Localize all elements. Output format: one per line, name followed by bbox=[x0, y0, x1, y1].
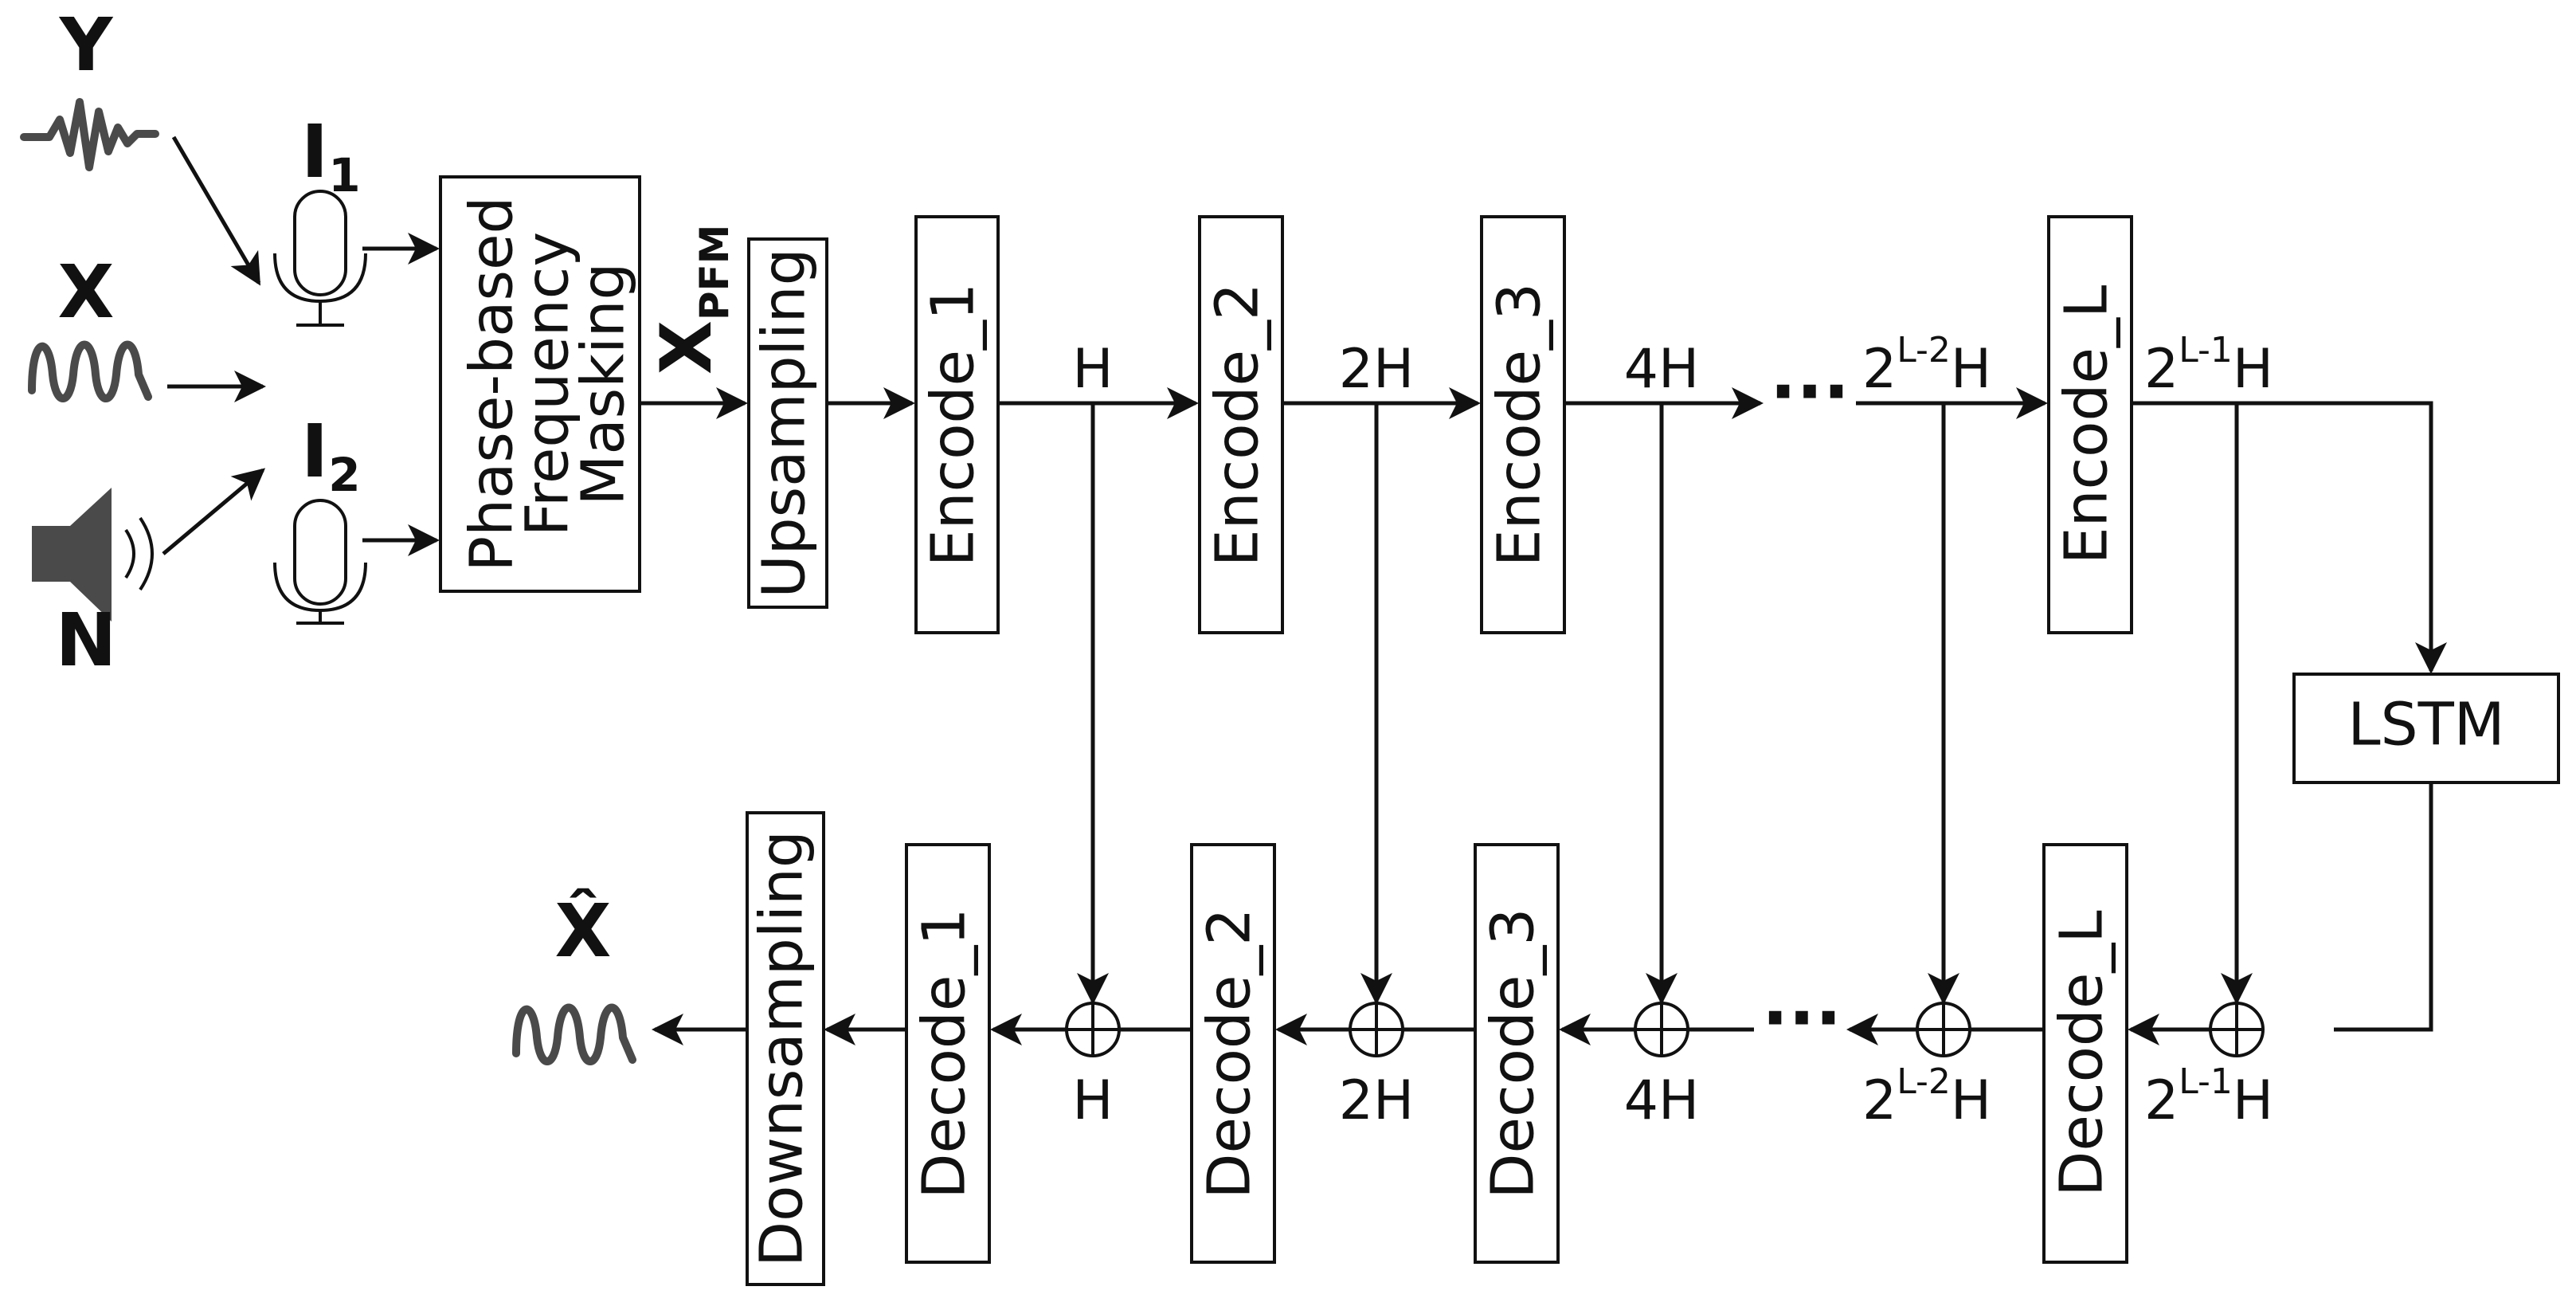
enc-channel-h: H bbox=[1072, 338, 1113, 401]
decoder-1-label: Decode_1 bbox=[910, 908, 979, 1198]
downsampling-box bbox=[746, 811, 825, 1286]
decoder-l-label: Decode_L bbox=[2048, 910, 2116, 1196]
microphone-2-icon bbox=[273, 499, 367, 625]
wire-encodel-to-lstm bbox=[2132, 401, 2447, 674]
noisy-wave-icon bbox=[20, 98, 159, 171]
lstm-label: LSTM bbox=[2347, 691, 2504, 759]
arrow-y-to-mic1 bbox=[171, 135, 261, 286]
wire-lstm-to-sum-l bbox=[2334, 782, 2433, 1032]
output-wave-icon bbox=[512, 1003, 636, 1065]
decoder-2-label: Decode_2 bbox=[1196, 908, 1264, 1198]
dec-channel-2l2h: 2L-2H bbox=[1862, 1061, 1991, 1132]
encoder-3-box bbox=[1480, 215, 1566, 634]
dec-channel-2h: 2H bbox=[1339, 1069, 1414, 1132]
encoder-3-label: Encode_3 bbox=[1486, 283, 1554, 567]
decoder-2-box bbox=[1190, 843, 1276, 1264]
encoder-l-label: Encode_L bbox=[2053, 285, 2121, 564]
lstm-box bbox=[2292, 673, 2560, 784]
sum-node-l bbox=[2209, 1002, 2265, 1057]
dec-channel-2l1h: 2L-1H bbox=[2144, 1061, 2273, 1132]
upsampling-box bbox=[747, 237, 828, 609]
decoder-ellipsis: ··· bbox=[1762, 977, 1842, 1059]
microphone-1-icon bbox=[273, 190, 367, 327]
encoder-ellipsis: ··· bbox=[1770, 351, 1850, 433]
arrow-n-to-mic2 bbox=[162, 468, 266, 555]
decoder-l-box bbox=[2042, 843, 2128, 1264]
decoder-3-label: Decode_3 bbox=[1479, 908, 1548, 1198]
sum-node-l-minus-1 bbox=[1916, 1002, 1971, 1057]
enc-channel-4h: 4H bbox=[1624, 338, 1699, 401]
mic-2-label: I2 bbox=[301, 409, 361, 502]
pfm-label-line2: Frequency bbox=[514, 232, 582, 536]
enc-channel-2h: 2H bbox=[1339, 338, 1414, 401]
upsampling-label: Upsampling bbox=[750, 248, 819, 598]
output-label: X̂ bbox=[555, 888, 612, 974]
pfm-label-line1: Phase-based bbox=[458, 196, 527, 571]
sum-node-2 bbox=[1349, 1002, 1404, 1057]
sum-node-1 bbox=[1065, 1002, 1121, 1057]
dec-channel-h: H bbox=[1072, 1069, 1113, 1132]
dec-channel-4h: 4H bbox=[1624, 1069, 1699, 1132]
pfm-label-line3: Masking bbox=[570, 262, 638, 505]
decoder-1-box bbox=[905, 843, 991, 1264]
clean-wave-icon bbox=[28, 340, 152, 402]
sum-node-3 bbox=[1634, 1002, 1689, 1057]
input-y-label: Y bbox=[59, 2, 114, 88]
pfm-box bbox=[439, 175, 641, 593]
encoder-2-box bbox=[1198, 215, 1284, 634]
encoder-2-label: Encode_2 bbox=[1204, 283, 1272, 567]
encoder-l-box bbox=[2047, 215, 2133, 634]
encoder-1-label: Encode_1 bbox=[919, 283, 988, 567]
pfm-output-label: XPFM bbox=[645, 225, 738, 375]
enc-channel-2l2h: 2L-2H bbox=[1862, 330, 1991, 401]
mic-1-label: I1 bbox=[301, 109, 361, 202]
decoder-3-box bbox=[1474, 843, 1560, 1264]
input-n-label: N bbox=[56, 598, 117, 683]
encoder-1-box bbox=[914, 215, 1000, 634]
speaker-icon bbox=[32, 488, 154, 622]
downsampling-label: Downsampling bbox=[748, 830, 816, 1267]
input-x-label: X bbox=[58, 249, 115, 335]
enc-channel-2l1h: 2L-1H bbox=[2144, 330, 2273, 401]
